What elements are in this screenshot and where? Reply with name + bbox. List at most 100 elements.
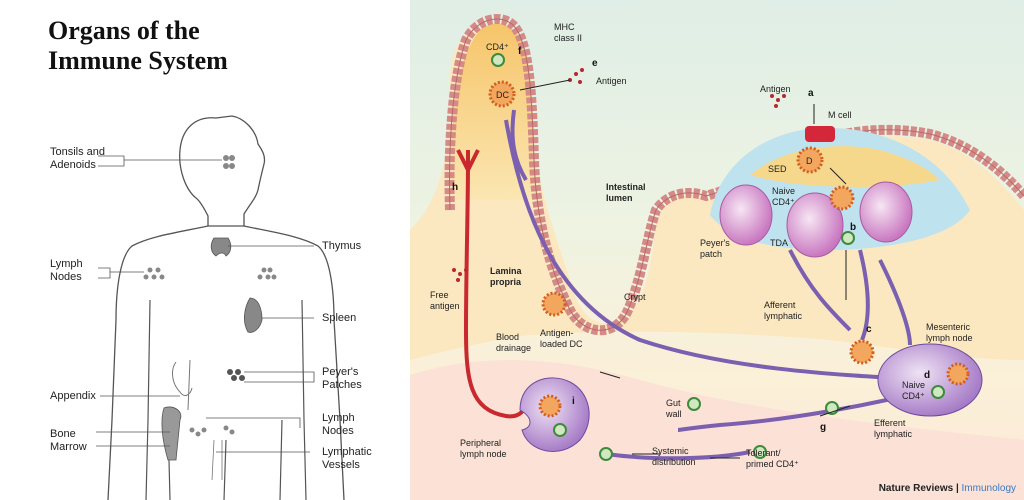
efferent-line1: Efferent: [874, 418, 906, 428]
lymph-nodes-right-label: Lymph Nodes: [322, 412, 355, 438]
letter-e: e: [592, 58, 598, 69]
naive-label: Naive CD4⁺: [772, 186, 795, 208]
peyers-line1: Peyer's: [322, 366, 359, 378]
letter-g: g: [820, 422, 827, 433]
tonsils-label: Tonsils and Adenoids: [50, 146, 105, 172]
tolerant-line2: primed CD4⁺: [746, 459, 799, 469]
bone-marrow-label: Bone Marrow: [50, 428, 87, 454]
gut-line2: wall: [666, 409, 682, 419]
title-line-1: Organs of the: [48, 16, 200, 45]
lymphatic-vessels: [504, 109, 931, 461]
afferent-lymphatic-label: Afferent lymphatic: [764, 300, 802, 322]
letter-d: d: [924, 370, 931, 381]
lymph-nodes-left-line1: Lymph: [50, 258, 83, 270]
mhc-line1: MHC: [554, 22, 575, 32]
immune-organs-panel: Organs of the Immune System: [0, 0, 400, 500]
antigen-loaded-dc-label: Antigen- loaded DC: [540, 328, 583, 350]
naive-line2: CD4⁺: [772, 197, 795, 207]
bone-marrow-line2: Marrow: [50, 441, 87, 453]
letter-h: h: [452, 182, 459, 193]
peyers-line2: Patches: [322, 379, 362, 391]
systemic-line2: distribution: [652, 457, 696, 467]
arrows: [519, 79, 851, 459]
dendritic-cell-mesenteric: [849, 339, 970, 386]
lymphatic-line2: Vessels: [322, 459, 360, 471]
credit-separator: |: [953, 483, 962, 494]
t-cells: [491, 53, 945, 461]
blood-line2: drainage: [496, 343, 532, 353]
mesenteric-lymph-node: [877, 343, 983, 417]
gut-line1: Gut: [666, 398, 681, 408]
naive-line1: Naive: [772, 186, 796, 196]
gut-wall-label: Gut wall: [666, 398, 682, 420]
gut-diagram-artwork: [410, 0, 1024, 500]
letter-i: i: [572, 396, 575, 407]
peripheral-line1: Peripheral: [460, 438, 502, 448]
bone-marrow-line1: Bone: [50, 428, 76, 440]
letter-b: b: [850, 222, 857, 233]
lamina-line1: Lamina: [490, 266, 522, 276]
dendritic-cell-loaded: [541, 291, 567, 317]
tda-label: TDA: [770, 238, 788, 248]
intestinal-line1: Intestinal: [606, 182, 646, 192]
lymph-nodes-right-line2: Nodes: [322, 425, 354, 437]
peyers-patch-line1: Peyer's: [700, 238, 730, 248]
dc-label: DC: [496, 90, 509, 100]
tolerant-line1: Tolerant/: [746, 448, 781, 458]
tonsils-label-line2: Adenoids: [50, 159, 96, 171]
afferent-line1: Afferent: [764, 300, 796, 310]
intestinal-lumen-label: Intestinal lumen: [606, 182, 646, 204]
lymph-nodes-right-line1: Lymph: [322, 412, 355, 424]
efferent-lymphatic-label: Efferent lymphatic: [874, 418, 912, 440]
systemic-distribution-label: Systemic distribution: [652, 446, 696, 468]
spleen-label: Spleen: [322, 312, 357, 324]
intestinal-line2: lumen: [606, 193, 633, 203]
antigen-top-label: Antigen: [596, 76, 627, 86]
panel-title: Organs of the Immune System: [48, 16, 228, 76]
naive2-line2: CD4⁺: [902, 391, 925, 401]
free-line1: Free: [430, 290, 449, 300]
tolerant-primed-label: Tolerant/ primed CD4⁺: [746, 448, 799, 470]
blood-line1: Blood: [496, 332, 520, 342]
peyers-patch-line2: patch: [700, 249, 723, 259]
naive2-line1: Naive: [902, 380, 926, 390]
mesenteric-label: Mesenteric lymph node: [926, 322, 973, 344]
letter-f: f: [518, 46, 522, 57]
peyers-patches-label: Peyer's Patches: [322, 366, 362, 392]
tonsils-label-line1: Tonsils and: [50, 146, 106, 158]
free-line2: antigen: [430, 301, 460, 311]
blood-drainage-label: Blood drainage: [496, 332, 531, 354]
naive-mesenteric-label: Naive CD4⁺: [902, 380, 925, 402]
title-line-2: Immune System: [48, 46, 228, 75]
crypt-label: Crypt: [624, 292, 646, 302]
lymph-nodes-left-label: Lymph Nodes: [50, 258, 83, 284]
peripheral-lymph-node-label: Peripheral lymph node: [460, 438, 507, 460]
peripheral-line2: lymph node: [460, 449, 507, 459]
cd4-label: CD4⁺: [486, 42, 509, 52]
lamina-line2: propria: [490, 277, 522, 287]
body-outline: [96, 115, 345, 500]
mhc-label: MHC class II: [554, 22, 582, 44]
sed-label: SED: [768, 164, 787, 174]
efferent-line2: lymphatic: [874, 429, 913, 439]
mesenteric-line1: Mesenteric: [926, 322, 971, 332]
follicle-3: [859, 181, 913, 243]
free-antigen-label: Free antigen: [430, 290, 460, 312]
dendritic-cell-peripheral: [538, 394, 562, 418]
lymphatic-line1: Lymphatic: [322, 446, 372, 458]
lamina-propria-label: Lamina propria: [490, 266, 522, 288]
antigen-a-label: Antigen: [760, 84, 791, 94]
afferent-line2: lymphatic: [764, 311, 803, 321]
thymus-label: Thymus: [322, 240, 362, 252]
peyers-patch-label: Peyer's patch: [700, 238, 730, 260]
antigen-loaded-line2: loaded DC: [540, 339, 583, 349]
mesenteric-line2: lymph node: [926, 333, 973, 343]
follicle-2: [786, 192, 844, 258]
credit-journal: Nature Reviews: [878, 483, 954, 494]
systemic-line1: Systemic: [652, 446, 689, 456]
dendritic-cell-patch: [829, 185, 855, 211]
d-label: D: [806, 156, 813, 166]
gut-immunology-diagram: MHC class II CD4⁺ DC Antigen Antigen M c…: [410, 0, 1024, 500]
mhc-line2: class II: [554, 33, 583, 43]
follicle-1: [719, 184, 773, 246]
